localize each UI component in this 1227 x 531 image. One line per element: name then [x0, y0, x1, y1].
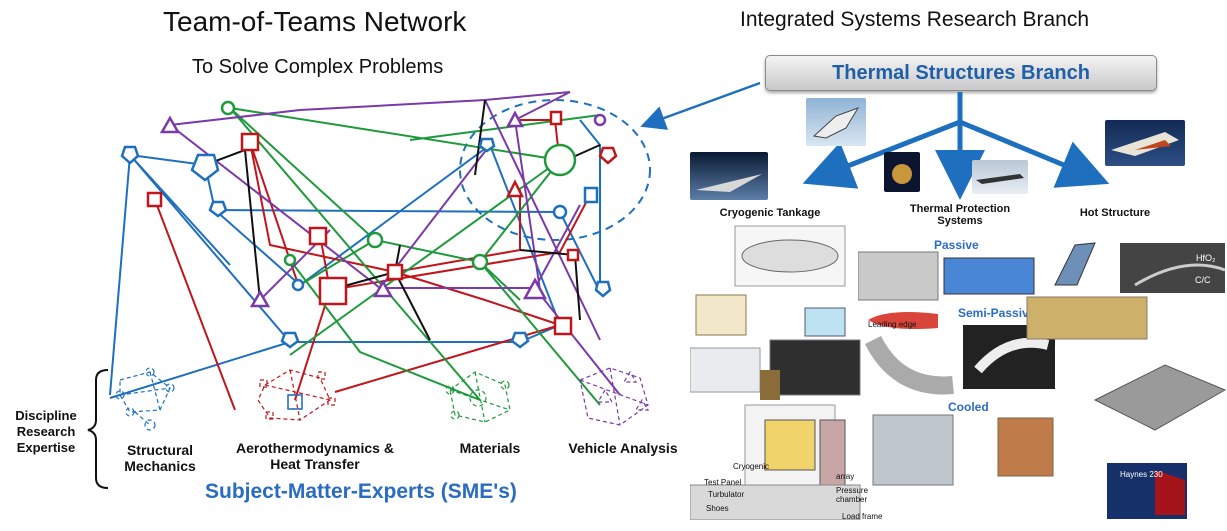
- tps-label: Thermal Protection Systems: [895, 203, 1025, 227]
- aero-label: Aerothermodynamics & Heat Transfer: [215, 440, 415, 472]
- cryogenic-small-label: Cryogenic: [733, 462, 770, 471]
- network-nodes: [120, 100, 618, 349]
- network-title: Team-of-Teams Network: [163, 6, 467, 37]
- network-subtitle: To Solve Complex Problems: [192, 56, 444, 78]
- test-panel-label: Test Panel: [704, 478, 742, 487]
- org-title: Integrated Systems Research Branch: [740, 8, 1090, 31]
- vehicle-label: Vehicle Analysis: [568, 440, 678, 456]
- turbulator-label: Turbulator: [708, 490, 745, 499]
- x37-image: [1105, 120, 1185, 166]
- cryogenic-label: Cryogenic Tankage: [719, 207, 821, 219]
- aero-line1: Aerothermodynamics &: [236, 440, 394, 456]
- haynes-label: Haynes 230: [1120, 470, 1163, 479]
- capsule-image: [884, 152, 920, 192]
- tps-line1: Thermal Protection: [909, 203, 1011, 215]
- side-label-line1: Discipline: [15, 408, 77, 423]
- branch-arrows: [802, 92, 1110, 200]
- load-frame-label: Load frame: [842, 512, 883, 521]
- network-links: [109, 91, 621, 411]
- discipline-side-label: Discipline Research Expertise: [6, 408, 86, 456]
- ellipse-arrow: [640, 81, 761, 130]
- hfo2-label: HfO₂: [1196, 253, 1216, 263]
- cluster-vehicle: [579, 367, 650, 426]
- hot-structure-label: Hot Structure: [1079, 207, 1151, 219]
- structural-line1: Structural: [126, 442, 194, 458]
- semi-passive-label: Semi-Passive: [958, 306, 1036, 320]
- discipline-brace: [87, 369, 109, 489]
- tps-line2: Systems: [937, 215, 983, 227]
- branch-box: Thermal Structures Branch: [765, 55, 1157, 91]
- structural-line2: Mechanics: [124, 458, 196, 474]
- aero-line2: Heat Transfer: [270, 456, 360, 472]
- cluster-materials: [445, 371, 511, 423]
- tps-images: [858, 251, 1055, 486]
- hypersonic-vehicle-image: [690, 152, 768, 200]
- shuttle-image: [806, 98, 866, 146]
- highlight-ellipse: [459, 99, 651, 241]
- structural-label: Structural Mechanics: [110, 442, 210, 474]
- missile-image: [972, 160, 1028, 194]
- cluster-structural: [115, 367, 175, 431]
- cooled-label: Cooled: [948, 400, 989, 414]
- array-label: array: [836, 472, 855, 481]
- passive-label: Passive: [934, 238, 979, 252]
- shoes-label: Shoes: [706, 504, 729, 513]
- pressure-chamber-label: Pressure chamber: [836, 486, 869, 504]
- hot-structure-images: [1026, 242, 1227, 519]
- leading-edge-label: Leading edge: [868, 320, 917, 329]
- side-label-line3: Expertise: [16, 440, 76, 455]
- side-label-line2: Research: [16, 424, 76, 439]
- materials-label: Materials: [459, 440, 521, 456]
- cc-label: C/C: [1195, 275, 1211, 285]
- sme-label: Subject-Matter-Experts (SME's): [205, 480, 517, 503]
- cryogenic-images: [690, 225, 861, 520]
